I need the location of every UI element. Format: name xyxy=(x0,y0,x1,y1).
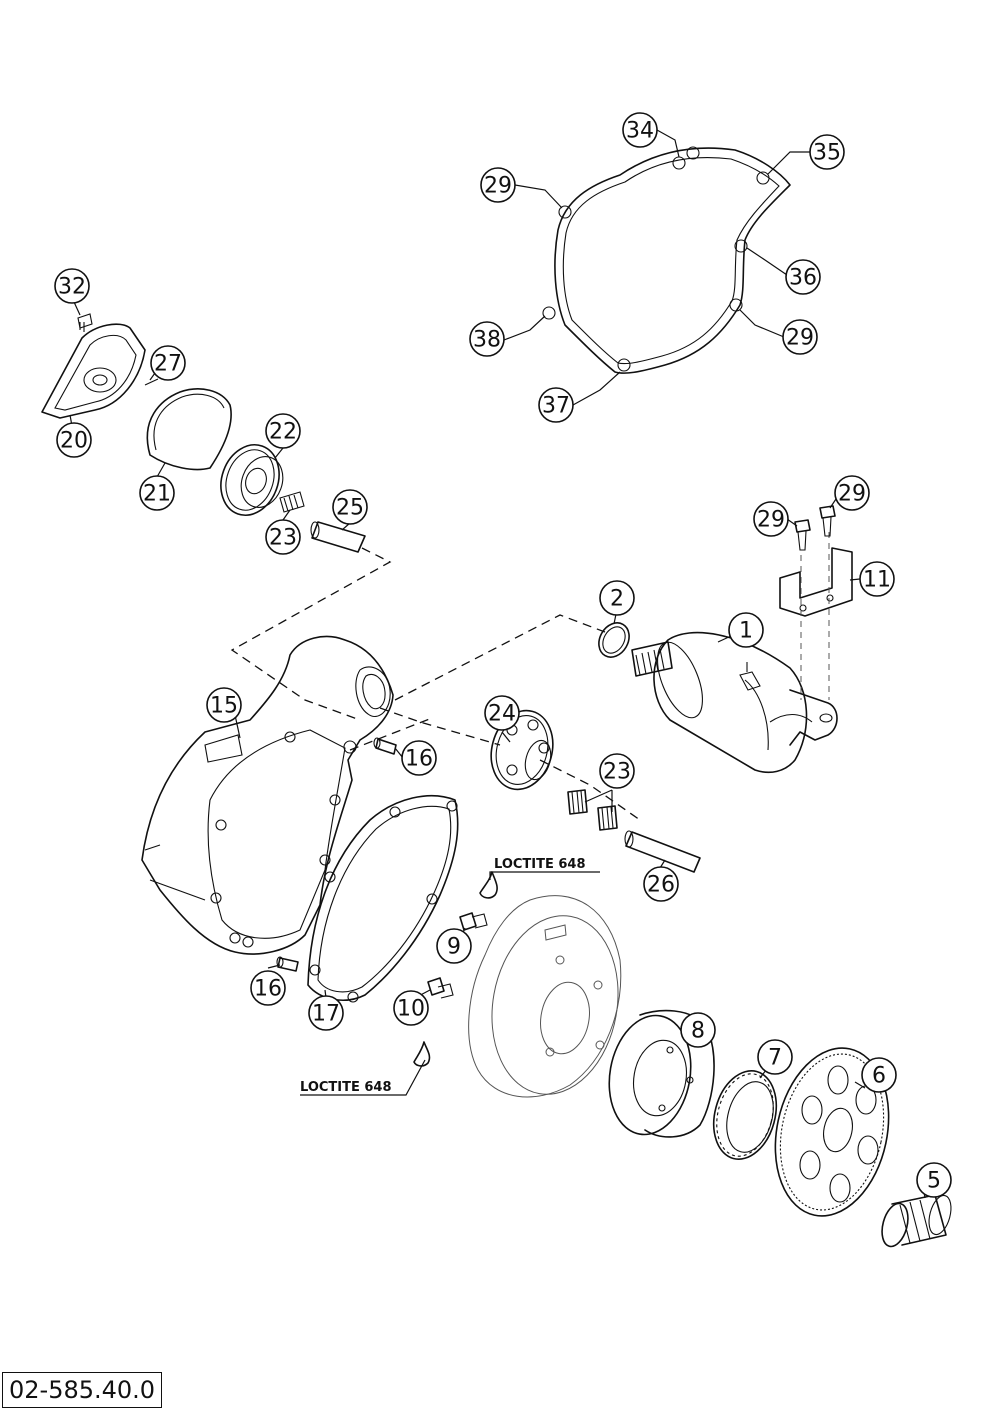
freewheel-housing-drawing xyxy=(608,1009,715,1138)
notes: LOCTITE 648 LOCTITE 648 xyxy=(300,857,586,1095)
callout-label: 34 xyxy=(626,119,654,144)
callout-label: 6 xyxy=(872,1064,886,1089)
engine-cover-drawing xyxy=(141,635,394,955)
callout-label: 24 xyxy=(488,702,516,727)
cover-gasket-17-drawing xyxy=(307,794,459,1003)
callout-6: 6 xyxy=(861,1057,897,1093)
callout-label: 1 xyxy=(739,619,753,644)
callout-38: 38 xyxy=(469,321,505,357)
callout-11: 11 xyxy=(859,561,895,597)
o-ring-drawing xyxy=(598,622,630,658)
callout-16-top: 16 xyxy=(401,740,437,776)
callout-25: 25 xyxy=(332,489,368,525)
callout-29-gasket-right: 29 xyxy=(782,319,818,355)
callout-22: 22 xyxy=(265,413,301,449)
needle-bearings-drawing xyxy=(567,789,701,873)
callout-2: 2 xyxy=(599,580,635,616)
callout-label: 20 xyxy=(60,429,88,454)
callout-7: 7 xyxy=(757,1039,793,1075)
callout-29-bolt-left: 29 xyxy=(753,501,789,537)
callout-20: 20 xyxy=(56,422,92,458)
callout-26: 26 xyxy=(643,866,679,902)
callout-label: 16 xyxy=(254,977,282,1002)
callout-27: 27 xyxy=(150,345,186,381)
screws-drawing xyxy=(413,871,498,1067)
callout-label: 10 xyxy=(397,997,425,1022)
callout-10: 10 xyxy=(393,990,429,1026)
intermediate-gear-drawing xyxy=(220,444,366,553)
bracket-drawing xyxy=(779,505,853,700)
loctite-note-bottom: LOCTITE 648 xyxy=(300,1080,392,1095)
callout-label: 27 xyxy=(154,352,182,377)
torque-limiter-gear-drawing xyxy=(490,709,554,791)
callout-label: 11 xyxy=(863,568,891,593)
freewheel-drawing xyxy=(712,1070,778,1160)
starter-motor-drawing xyxy=(631,631,838,774)
loctite-note-top: LOCTITE 648 xyxy=(494,857,586,872)
callout-label: 5 xyxy=(927,1169,941,1194)
callout-5: 5 xyxy=(916,1162,952,1198)
callouts: 34 35 29 36 38 29 37 32 27 20 21 22 23 2… xyxy=(54,112,952,1198)
callout-label: 35 xyxy=(813,141,841,166)
callout-35: 35 xyxy=(809,134,845,170)
callout-label: 36 xyxy=(789,266,817,291)
callout-label: 29 xyxy=(757,508,785,533)
callout-36: 36 xyxy=(785,259,821,295)
callout-label: 7 xyxy=(768,1046,782,1071)
callout-label: 8 xyxy=(691,1019,705,1044)
needle-bearing-5-drawing xyxy=(881,1194,952,1248)
callout-37: 37 xyxy=(538,387,574,423)
cover-gasket-drawing xyxy=(542,146,791,374)
callout-label: 9 xyxy=(447,935,461,960)
callout-label: 22 xyxy=(269,420,297,445)
callout-9: 9 xyxy=(436,928,472,964)
callout-label: 17 xyxy=(312,1002,340,1027)
callout-34: 34 xyxy=(622,112,658,148)
callout-label: 21 xyxy=(143,482,171,507)
callout-label: 26 xyxy=(647,873,675,898)
callout-label: 2 xyxy=(610,587,624,612)
callout-label: 23 xyxy=(269,526,297,551)
callout-32: 32 xyxy=(54,268,90,304)
dowel-pins-drawing xyxy=(276,737,397,972)
flywheel-rotor-drawing xyxy=(468,895,622,1098)
callout-1: 1 xyxy=(728,612,764,648)
callout-label: 16 xyxy=(405,747,433,772)
callout-29-bolt-right: 29 xyxy=(834,475,870,511)
cover-cap-drawing xyxy=(41,313,232,471)
callout-23-top: 23 xyxy=(265,519,301,555)
callout-label: 29 xyxy=(484,174,512,199)
callout-17: 17 xyxy=(308,995,344,1031)
callout-15: 15 xyxy=(206,687,242,723)
callout-23-bottom: 23 xyxy=(599,753,635,789)
callout-21: 21 xyxy=(139,475,175,511)
callout-label: 23 xyxy=(603,760,631,785)
callout-label: 29 xyxy=(786,326,814,351)
assembly-lines xyxy=(230,547,641,821)
callout-label: 32 xyxy=(58,275,86,300)
callout-16-bottom: 16 xyxy=(250,970,286,1006)
diagram-part-code: 02-585.40.0 xyxy=(2,1372,163,1408)
callout-29-gasket-left: 29 xyxy=(480,167,516,203)
callout-label: 37 xyxy=(542,394,570,419)
callout-label: 15 xyxy=(210,694,238,719)
callout-label: 29 xyxy=(838,482,866,507)
callout-8: 8 xyxy=(680,1012,716,1048)
callout-24: 24 xyxy=(484,695,520,731)
callout-label: 38 xyxy=(473,328,501,353)
callout-label: 25 xyxy=(336,496,364,521)
